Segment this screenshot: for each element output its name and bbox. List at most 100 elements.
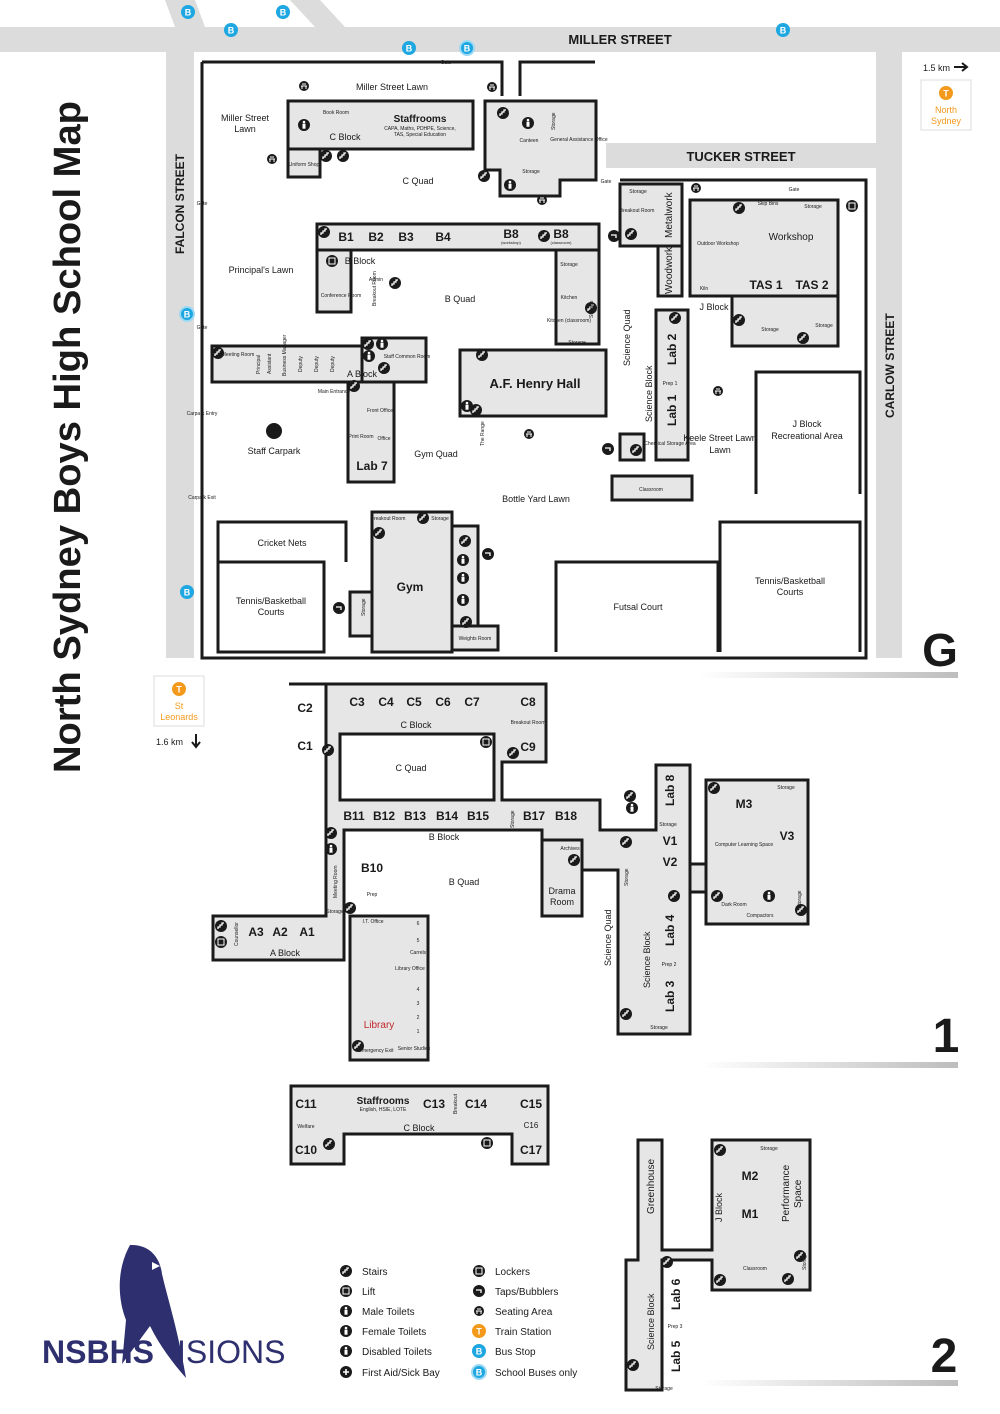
map-label: Prep 3	[668, 1324, 683, 1330]
map-label: Workshop	[769, 232, 814, 243]
map-label: B4	[435, 230, 451, 244]
level-g: G	[922, 624, 958, 676]
map-label: St	[175, 701, 184, 711]
map-label: Prep	[367, 892, 378, 898]
map-label: B15	[467, 809, 489, 823]
map-label: Cricket Nets	[257, 538, 307, 548]
map-label: A3	[248, 925, 264, 939]
map-label: Senior Studies	[398, 1046, 431, 1052]
map-label: A.F. Henry Hall	[489, 376, 580, 391]
map-label: Storage	[624, 868, 630, 886]
map-label: Male Toilets	[362, 1307, 415, 1318]
map-label: Lab 7	[356, 459, 388, 473]
map-label: C Block	[400, 720, 432, 730]
map-label: A Block	[270, 948, 301, 958]
map-label: CAPA, Maths, PDHPE, Science,	[384, 126, 456, 132]
roads	[0, 0, 1000, 658]
map-label: Breakout Room	[511, 720, 546, 726]
map-label: Train Station	[495, 1327, 551, 1338]
map-label: C13	[423, 1097, 445, 1111]
map-label: C2	[297, 701, 313, 715]
map-label: B Quad	[449, 877, 480, 887]
map-label: 6	[417, 921, 420, 927]
logo-bird	[119, 1244, 186, 1378]
map-label: Futsal Court	[613, 602, 663, 612]
map-label: Disabled Toilets	[362, 1347, 432, 1358]
map-label: Counsellor	[234, 922, 240, 946]
map-label: B2	[368, 230, 384, 244]
map-label: Gate	[441, 60, 452, 66]
map-label: B12	[373, 809, 395, 823]
map-label: Storage	[522, 169, 540, 175]
street-miller: MILLER STREET	[568, 32, 671, 47]
map-label: Canteen	[520, 138, 539, 144]
map-label: C7	[464, 695, 480, 709]
svg-text:T: T	[943, 89, 949, 99]
level-1: 1	[933, 1010, 960, 1063]
map-label: 4	[417, 987, 420, 993]
map-label: Deputy	[314, 356, 320, 372]
map-label: Meeting Room	[333, 865, 339, 898]
map-label: The Range	[480, 421, 486, 446]
map-label: Library Office	[395, 966, 425, 972]
map-label: Gym Quad	[414, 449, 458, 459]
map-label: Breakout	[453, 1093, 459, 1114]
map-label: Leonards	[160, 712, 198, 722]
svg-text:Courts: Courts	[258, 607, 285, 617]
map-label: Science Block	[646, 1293, 656, 1350]
map-label: Woodwork	[664, 246, 675, 294]
map-label: Storage	[560, 262, 578, 268]
map-label: Main Entrance	[318, 389, 350, 395]
map-label: Breakout Room	[620, 208, 655, 214]
map-label: Kiln	[700, 286, 709, 292]
map-label: C15	[520, 1097, 542, 1111]
svg-text:Drama: Drama	[548, 886, 575, 896]
map-label: C3	[349, 695, 365, 709]
map-label: V3	[780, 829, 795, 843]
map-label: Meeting Room	[222, 352, 255, 358]
map-label: M2	[742, 1169, 759, 1183]
map-label: Storage	[655, 1386, 673, 1392]
map-label: Computer Learning Space	[715, 842, 774, 848]
map-label: Welfare	[297, 1124, 314, 1130]
map-label: Science Quad	[603, 909, 613, 966]
map-label: Carpark Exit	[188, 495, 216, 501]
map-label: Lawn	[234, 124, 256, 134]
map-label: Weights Room	[459, 636, 492, 642]
map-label: 5	[417, 938, 420, 944]
map-label: Storage	[431, 516, 449, 522]
map-label: B14	[436, 809, 458, 823]
map-label: Lockers	[495, 1267, 530, 1278]
map-label: Storage	[802, 1252, 808, 1270]
map-label: Print Room	[348, 434, 373, 440]
map-label: Carrels	[410, 950, 427, 956]
map-label: B17	[523, 809, 545, 823]
level-2: 2	[931, 1330, 958, 1383]
map-label: Staffrooms	[394, 114, 447, 125]
map-label: 1.5 km	[923, 63, 950, 73]
map-label: Library	[364, 1020, 395, 1031]
svg-text:Space: Space	[793, 1179, 804, 1208]
map-label: Storage	[629, 189, 647, 195]
map-label: TAS 1	[749, 278, 782, 292]
map-label: Staff Common Room	[384, 354, 431, 360]
map-label: A Block	[347, 369, 378, 379]
map-label: Lab 3	[663, 980, 677, 1012]
map-title: North Sydney Boys High School Map	[47, 101, 89, 773]
map-label: Skip Bins	[758, 201, 779, 207]
map-label: Emergency Exit	[358, 1048, 394, 1054]
svg-text:Room: Room	[550, 897, 574, 907]
map-label: Chemical Storage Area	[644, 441, 696, 447]
map-label: C17	[520, 1143, 542, 1157]
map-label: Admin	[369, 277, 383, 283]
svg-text:T: T	[176, 685, 182, 695]
logo-text-left: NSBHS	[42, 1334, 154, 1370]
svg-text:Courts: Courts	[777, 587, 804, 597]
map-label: Miller Street Lawn	[356, 82, 428, 92]
second-floor	[289, 1084, 812, 1392]
map-label: I.T. Office	[362, 919, 383, 925]
map-label: Gate	[789, 187, 800, 193]
map-label: Lab 4	[663, 914, 677, 946]
logo-text-right: ISIONS	[177, 1334, 285, 1370]
map-label: B1	[338, 230, 354, 244]
